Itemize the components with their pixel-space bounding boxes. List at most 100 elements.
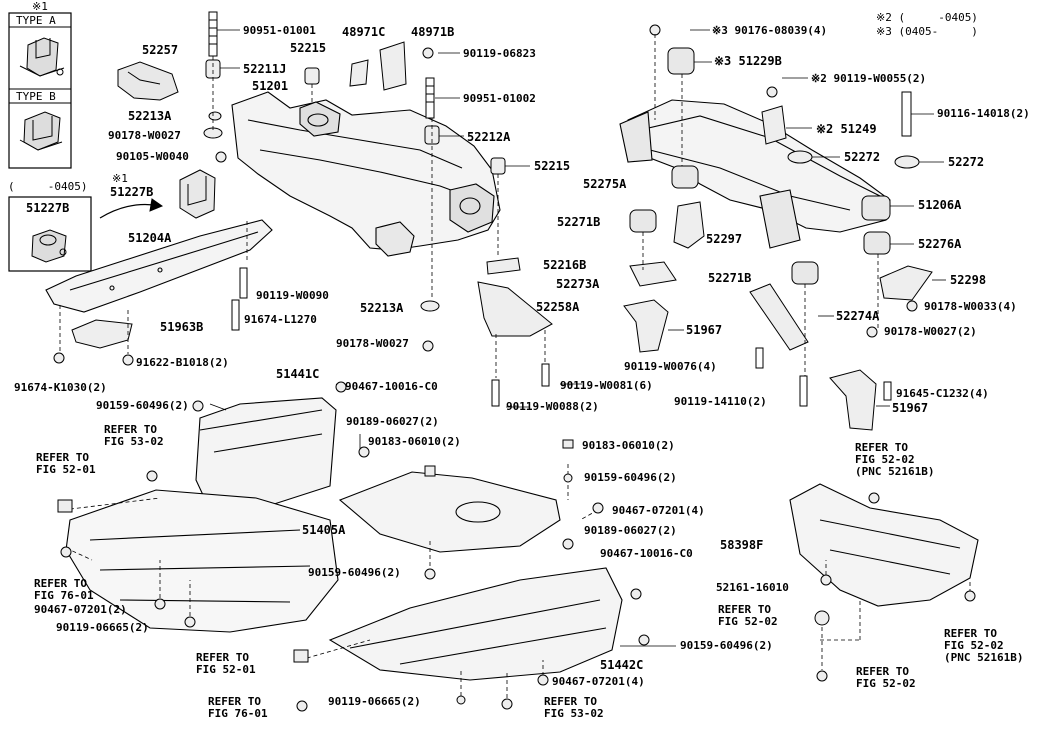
part-label: 90159-60496(2) (584, 471, 677, 484)
bracket-51967-a (623, 299, 669, 353)
note-star2: ※2 ( -0405) (876, 11, 978, 24)
part-label: 52275A (583, 177, 627, 191)
part-label: 90119-06665(2) (328, 695, 421, 708)
part-label: 52216B (543, 258, 587, 272)
refer-label: REFER TO FIG 52-01 (36, 451, 96, 476)
washer-52213A-lower (420, 300, 440, 312)
part-label: 90951-01002 (463, 92, 536, 105)
part-label: 90119-W0090 (256, 289, 329, 302)
part-label: 52297 (706, 232, 743, 246)
part-label-51227B-inset: 51227B (26, 201, 70, 215)
note-star1: ※1 (32, 0, 48, 13)
part-label: 90119-06665(2) (56, 621, 149, 634)
part-label: 90116-14018(2) (937, 107, 1030, 120)
bracket-52297 (673, 201, 705, 249)
part-label: 52215 (534, 159, 571, 173)
part-label: 51405A (302, 523, 346, 537)
undercover-51442C (328, 567, 623, 681)
part-label: 91645-C1232(4) (896, 387, 989, 400)
bushing-52275A (671, 165, 699, 189)
part-label: ※2 90119-W0055(2) (811, 72, 927, 85)
clamp-52216B (486, 257, 521, 275)
part-label: 51206A (918, 198, 962, 212)
part-label: 91622-B1018(2) (136, 356, 229, 369)
type-b-label: TYPE B (16, 90, 56, 103)
rear-subframe-51206A (619, 99, 891, 249)
part-label: ※3 90176-08039(4) (712, 24, 828, 37)
part-label: 51441C (276, 367, 320, 381)
part-label: 52211J (243, 62, 287, 76)
fasteners-lower (57, 381, 976, 712)
part-label: 52276A (918, 237, 962, 251)
brace-51204A (45, 219, 273, 313)
type-inset-box (8, 12, 72, 169)
part-label: 52213A (128, 109, 172, 123)
bolt-91674-L1270 (231, 299, 240, 331)
part-label: 58398F (720, 538, 764, 552)
part-label: 90183-06010(2) (582, 439, 675, 452)
part-label: 90178-W0027(2) (884, 325, 977, 338)
engine-undercover-51441C (195, 397, 337, 511)
bushing-51206A (861, 195, 891, 221)
part-label: 51963B (160, 320, 204, 334)
part-label: 90159-60496(2) (96, 399, 189, 412)
refer-label: REFER TO FIG 52-01 (196, 651, 256, 676)
part-label: 90183-06010(2) (368, 435, 461, 448)
part-label: 52272 (948, 155, 985, 169)
leader-lines (59, 34, 971, 698)
part-label: 90467-07201(4) (552, 675, 645, 688)
note-star1-b: ※1 (112, 172, 128, 185)
part-label: 90119-W0081(6) (560, 379, 653, 392)
part-label: 91674-K1030(2) (14, 381, 107, 394)
part-label: 90119-W0088(2) (506, 400, 599, 413)
part-label: 51204A (128, 231, 172, 245)
bracket-52298 (879, 265, 933, 301)
part-label: 90467-10016-C0 (345, 380, 438, 393)
bracket-52273A (629, 261, 677, 287)
part-label: 91674-L1270 (244, 313, 317, 326)
part-label: 51227B (110, 185, 154, 199)
type-b-mount-drawing (19, 111, 63, 151)
bracket-48971B (379, 41, 407, 91)
engine-mount-51227B (179, 169, 216, 219)
bushing-51229B (667, 47, 695, 75)
type-a-label: TYPE A (16, 14, 56, 27)
refer-label: REFER TO FIG 52-02 (856, 665, 916, 690)
part-label: ※2 51249 (816, 122, 877, 136)
refer-label: REFER TO FIG 76-01 (34, 577, 94, 602)
part-label: 51967 (892, 401, 929, 415)
part-label: 90189-06027(2) (584, 524, 677, 537)
refer-label: REFER TO FIG 53-02 (104, 423, 164, 448)
part-label: 90119-W0076(4) (624, 360, 717, 373)
refer-label: REFER TO FIG 52-02 (718, 603, 778, 628)
part-label: 52213A (360, 301, 404, 315)
bolt-90119-W0081 (541, 363, 550, 387)
part-label: 90178-W0027 (336, 337, 409, 350)
refer-label: REFER TO FIG 76-01 (208, 695, 268, 720)
bracket-48971C (349, 59, 369, 87)
mount-51249 (761, 105, 787, 145)
bushing-52276A (863, 231, 891, 255)
part-label: 90159-60496(2) (680, 639, 773, 652)
part-label: 90119-06823 (463, 47, 536, 60)
refer-label: REFER TO FIG 52-02 (PNC 52161B) (944, 627, 1024, 664)
bolt-90119-W0090 (239, 267, 248, 299)
part-label: 52298 (950, 273, 987, 287)
part-label: 52212A (467, 130, 511, 144)
part-label: 52271B (708, 271, 752, 285)
undercover-large-left (65, 489, 339, 633)
part-label: 52272 (844, 150, 881, 164)
part-label: 48971B (411, 25, 455, 39)
bracket-52257 (117, 61, 179, 101)
part-label: 90467-07201(4) (612, 504, 705, 517)
part-label: 52274A (836, 309, 880, 323)
bolt-90119-W0088 (491, 379, 500, 407)
part-label: 52161-16010 (716, 581, 789, 594)
type-a-mount-drawing (19, 37, 65, 77)
part-label: 90178-W0027 (108, 129, 181, 142)
refer-label: REFER TO FIG 53-02 (544, 695, 604, 720)
refer-label: REFER TO FIG 52-02 (PNC 52161B) (855, 441, 935, 478)
inset-51227B-box (8, 196, 92, 272)
part-label: 90467-07201(2) (34, 603, 127, 616)
